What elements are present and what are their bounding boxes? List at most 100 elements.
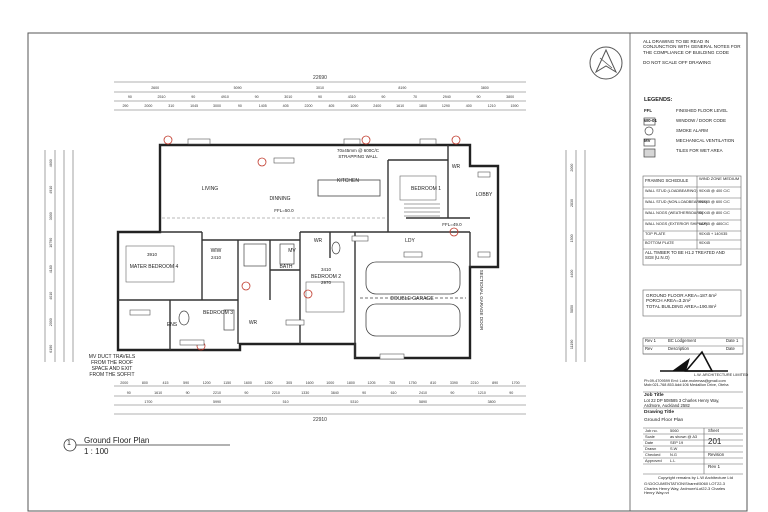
bed2-dim-2: 2970 [321, 280, 332, 285]
dim-label: 4310 [348, 95, 356, 99]
dim-label: 3000 [213, 104, 221, 108]
room-dinning: DINNING [269, 196, 290, 202]
dim-label: 3800 [481, 86, 489, 90]
info-value: N.G [670, 452, 677, 457]
caption-title: Ground Floor Plan [84, 436, 150, 445]
dim-label: 1210 [488, 104, 496, 108]
info-value: L.L [670, 458, 676, 463]
text-line: THE COMPLIANCE OF BUILDING CODE [643, 49, 730, 55]
text-line: Lot 22 DP 508585 3 Charles Henry Way, [644, 398, 720, 403]
framing-value: 90X45 @ 480C/C [699, 222, 729, 226]
dim-label: 90 [476, 95, 480, 99]
dim-label: 1700 [512, 381, 520, 385]
dim-label: 5890 [419, 400, 427, 404]
dim-label: 1330 [301, 391, 309, 395]
title-block-grid [642, 337, 744, 475]
dim-label: 1600 [244, 381, 252, 385]
framing-item: TOP PLATE [645, 232, 666, 236]
scale-note: DO NOT SCALE OFF DRAWING [643, 60, 711, 65]
dim-label: 90 [362, 391, 366, 395]
dim-label: 1610 [154, 391, 162, 395]
wiw-dim: 2410 [211, 255, 222, 260]
dim-label: 705 [389, 381, 395, 385]
dim-label: 11190 [570, 340, 574, 349]
dim-label: 1290 [442, 104, 450, 108]
dim-label: 1700 [144, 400, 152, 404]
dim-label: 1500 [570, 234, 574, 242]
room-ldy: LDY [405, 238, 415, 244]
dim-label: 2210 [272, 391, 280, 395]
dim-label: 4400 [570, 270, 574, 278]
dim-label: 3800 [506, 95, 514, 99]
revision-value: Rev 1 [708, 464, 721, 469]
text-line: ALL DRAWING TO BE READ IN [643, 39, 710, 44]
dim-label: 4010 [49, 292, 53, 300]
dim-label: 2600 [151, 86, 159, 90]
dim-label: 305 [286, 381, 292, 385]
room-wr-3: WR [249, 320, 258, 326]
floor-areas: GROUND FLOOR AREA=187.6m² PORCH AREA=3.2… [646, 293, 717, 309]
dim-label: 90 [128, 95, 132, 99]
info-label: Scale [645, 434, 655, 439]
master-dim: 3910 [147, 252, 158, 257]
dim-label: 10790 [49, 238, 53, 248]
mv-note-line: MV DUCT TRAVELS [89, 354, 136, 360]
room-bedroom-2: BEDROOM 2 [311, 274, 341, 280]
framing-value: 90X45 @ 800 C/C [699, 211, 730, 215]
dim-label: 4600 [49, 159, 53, 167]
dim-label: 2510 [158, 95, 166, 99]
mv-symbol [643, 138, 656, 147]
legend-text: TILES FOR WET AREA [676, 148, 723, 153]
room-bedroom-1: BEDROOM 1 [411, 186, 441, 192]
firm-name: L.W. ARCHITECTURE LIMITED [694, 373, 749, 377]
dim-label: 90 [238, 104, 242, 108]
dim-label: 2000 [570, 164, 574, 172]
dim-label: 3800 [488, 400, 496, 404]
info-label: Date [645, 440, 654, 445]
text-line: Ph:09-4709599 Eml: Luke.molemaa@gmail.co… [644, 379, 726, 383]
dim-label: 1610 [396, 104, 404, 108]
dim-label: 1600 [306, 381, 314, 385]
framing-value: 90X45 [699, 241, 710, 245]
garage-cars [360, 261, 466, 337]
dim-label: 1590 [511, 104, 519, 108]
job-address: Lot 22 DP 508585 3 Charles Henry Way,Ard… [644, 398, 720, 409]
revision-cell: Description [668, 346, 689, 351]
dim-label: 1800 [419, 104, 427, 108]
info-label: Checked [645, 452, 661, 457]
sheet-number: 201 [708, 437, 722, 446]
dim-label: 1205 [368, 381, 376, 385]
dim-label: 2400 [373, 104, 381, 108]
info-value: 5060 [670, 428, 679, 433]
kitchen-island [317, 179, 381, 197]
framing-header: FRAMING SCHEDULE [645, 178, 689, 183]
legend-text: MECHANICAL VENTILATION [676, 138, 735, 143]
dim-label: 290 [122, 104, 128, 108]
dim-label: 90 [450, 391, 454, 395]
framing-table-grid [642, 175, 742, 266]
tile-symbol [643, 148, 656, 158]
room-bedroom-3: BEDROOM 3 [203, 310, 233, 316]
dim-label: 3000 [49, 212, 53, 220]
dim-label: 2210 [471, 381, 479, 385]
framing-value: 90X45 + 140X35 [699, 232, 728, 236]
framing-item: WALL STUD (LOADBEARING) [645, 189, 698, 193]
framing-item: WALL NOGS (WEATHERBOARD) [645, 211, 704, 215]
framing-item: WALL STUD (NON-LOADBEARING) [645, 200, 708, 204]
ffl-2: FFL=49.0 [442, 222, 462, 227]
dim-label: 90 [186, 391, 190, 395]
dim-label: 4910 [49, 186, 53, 194]
room-labels: LIVING DINNING KITCHEN BEDROOM 1 LOBBY L… [130, 164, 493, 328]
dim-label: 4910 [221, 95, 229, 99]
caption-number: 1 [67, 440, 71, 447]
room-garage: DOUBLE GARAGE [390, 296, 434, 302]
dim-label: 1210 [478, 391, 486, 395]
text-line: Ardmore, Auckland 2582 [644, 402, 690, 408]
room-lobby: LOBBY [476, 192, 493, 198]
plan-annotations: 70x45mm @ 600C/C STRAPPING WALL FFL=50.0… [147, 148, 484, 331]
text-line: ALL TIMBER TO BE H1.2 TREATED AND [645, 250, 725, 255]
sheet-label: Sheet [708, 428, 719, 433]
